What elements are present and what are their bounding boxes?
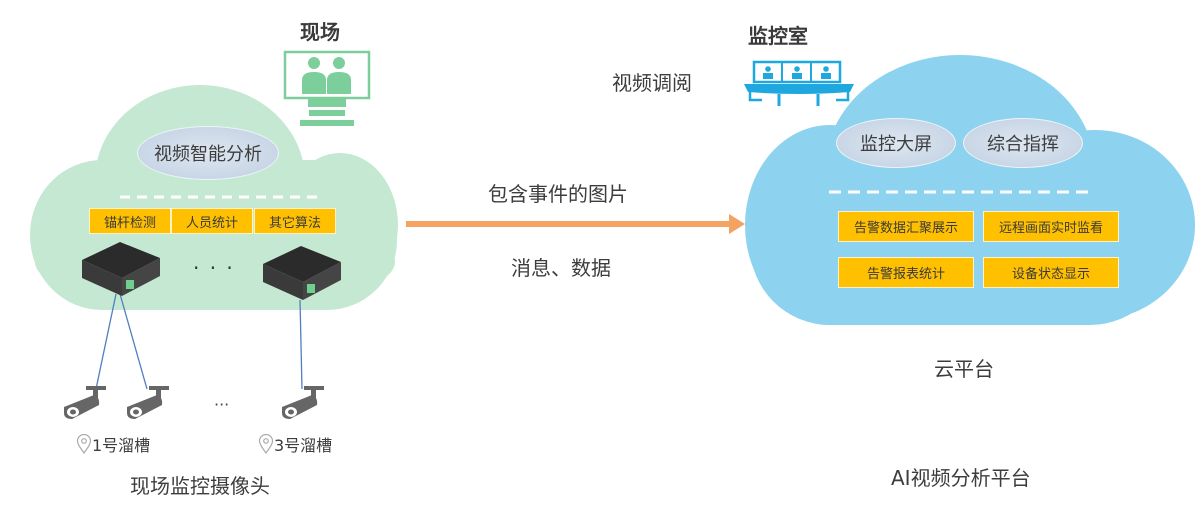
control-room-desk-icon	[744, 60, 854, 106]
video-review-label: 视频调阅	[612, 71, 692, 95]
arrow-top-label: 包含事件的图片	[488, 182, 628, 206]
camera-icon	[282, 386, 324, 419]
location-pin-icon	[76, 434, 92, 454]
monitor-wall-ellipse: 监控大屏	[836, 118, 956, 168]
camera-location-text: 1号溜槽	[92, 436, 151, 455]
camera-ellipsis: ···	[214, 395, 230, 414]
video-analysis-ellipse: 视频智能分析	[137, 126, 279, 180]
algorithm-box: 其它算法	[254, 208, 336, 234]
edge-device-icon	[263, 246, 341, 300]
function-box: 设备状态显示	[983, 257, 1119, 288]
ai-platform-caption: AI视频分析平台	[891, 466, 1031, 490]
data-flow-arrow	[406, 214, 745, 234]
arrow-bottom-label: 消息、数据	[511, 256, 611, 280]
video-conference-monitor-icon	[283, 50, 371, 126]
camera-location-label: 1号溜槽	[76, 432, 150, 456]
cloud-platform-caption: 云平台	[934, 357, 994, 381]
control-room-title: 监控室	[748, 24, 808, 48]
command-center-ellipse: 综合指挥	[963, 118, 1083, 168]
edge-device-icon	[82, 242, 160, 296]
algorithm-box: 锚杆检测	[89, 208, 171, 234]
camera-location-label: 3号溜槽	[258, 432, 332, 456]
function-box: 告警报表统计	[838, 257, 974, 288]
camera-connectors	[95, 293, 303, 390]
location-pin-icon	[258, 434, 274, 454]
site-cameras-caption: 现场监控摄像头	[130, 474, 270, 498]
camera-location-text: 3号溜槽	[274, 436, 333, 455]
site-title: 现场	[300, 20, 340, 44]
algorithm-box: 人员统计	[171, 208, 253, 234]
camera-icon	[64, 386, 106, 419]
camera-icon	[127, 386, 169, 419]
function-box: 告警数据汇聚展示	[838, 211, 974, 242]
function-box: 远程画面实时监看	[983, 211, 1119, 242]
device-ellipsis: · · ·	[193, 256, 235, 280]
